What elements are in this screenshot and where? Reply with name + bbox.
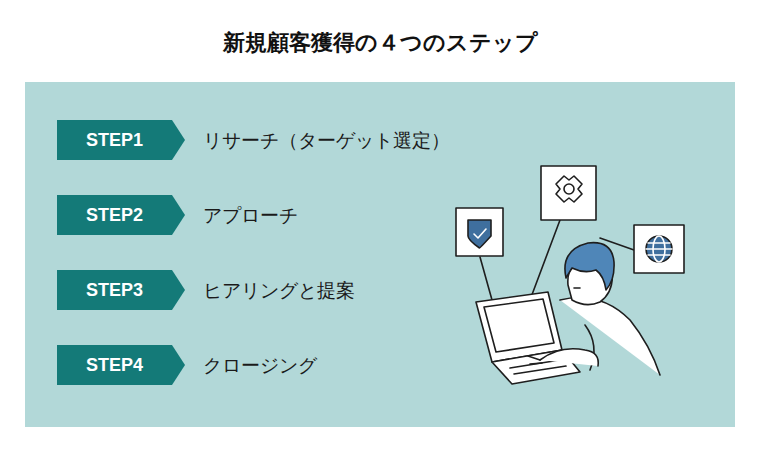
step-description: クロージング	[203, 345, 317, 385]
diagram-title: 新規顧客獲得の４つのステップ	[0, 28, 760, 58]
step-description: リサーチ（ターゲット選定）	[203, 120, 450, 160]
step-badge: STEP4	[57, 345, 172, 385]
step-badge: STEP2	[57, 195, 172, 235]
step-row: STEP4 クロージング	[57, 345, 557, 385]
step-row: STEP1 リサーチ（ターゲット選定）	[57, 120, 557, 160]
step-badge: STEP3	[57, 270, 172, 310]
step-badge: STEP1	[57, 120, 172, 160]
step-row: STEP2 アプローチ	[57, 195, 557, 235]
step-description: アプローチ	[203, 195, 298, 235]
step-description: ヒアリングと提案	[203, 270, 355, 310]
step-row: STEP3 ヒアリングと提案	[57, 270, 557, 310]
